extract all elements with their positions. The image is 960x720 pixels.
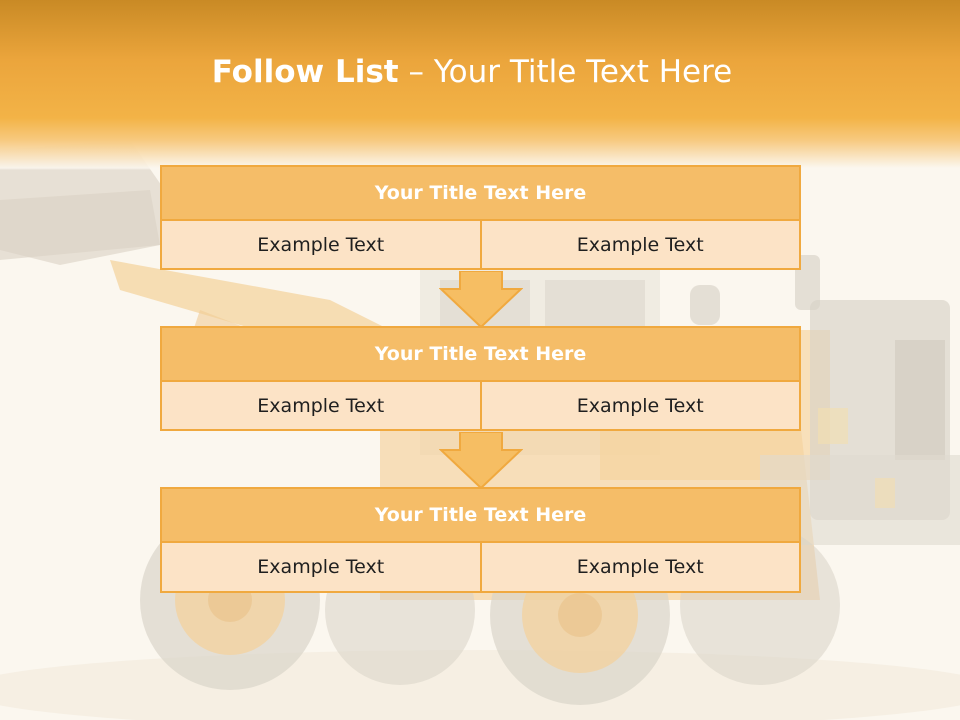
block-row: Example Text Example Text xyxy=(160,382,801,431)
block-row: Example Text Example Text xyxy=(160,543,801,593)
block-title: Your Title Text Here xyxy=(160,326,801,382)
block-title: Your Title Text Here xyxy=(160,165,801,221)
slide-title: Follow List – Your Title Text Here xyxy=(0,54,944,90)
block-cell-left: Example Text xyxy=(160,543,482,593)
block-cell-right: Example Text xyxy=(481,382,801,431)
down-arrow-icon xyxy=(439,432,523,490)
block-cell-right: Example Text xyxy=(481,543,801,593)
block-cell-left: Example Text xyxy=(160,221,482,270)
block-title: Your Title Text Here xyxy=(160,487,801,543)
title-rest: – Your Title Text Here xyxy=(398,54,733,90)
header-band xyxy=(0,0,960,170)
title-bold: Follow List xyxy=(211,54,399,90)
list-block-1: Your Title Text Here Example Text Exampl… xyxy=(160,165,801,270)
block-row: Example Text Example Text xyxy=(160,221,801,270)
list-block-2: Your Title Text Here Example Text Exampl… xyxy=(160,326,801,431)
list-block-3: Your Title Text Here Example Text Exampl… xyxy=(160,487,801,593)
block-cell-left: Example Text xyxy=(160,382,482,431)
down-arrow-icon xyxy=(439,271,523,329)
block-cell-right: Example Text xyxy=(481,221,801,270)
